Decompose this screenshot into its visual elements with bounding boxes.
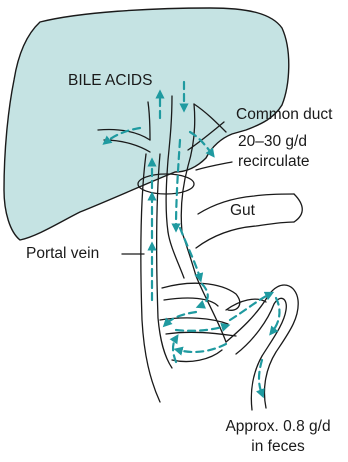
arrow-to-colon: [230, 294, 270, 320]
common-duct-label: Common duct: [236, 106, 332, 124]
portal-vein-right: [157, 154, 172, 368]
gut-lower: [196, 222, 294, 248]
loop-4: [166, 332, 236, 336]
recirculate-label-line2: recirculate: [238, 153, 310, 171]
gut-label: Gut: [230, 202, 255, 220]
feces-label-line2: in feces: [210, 438, 346, 456]
duodenum-inner: [168, 232, 184, 278]
gut-tail: [294, 194, 302, 222]
feces-label-line1: Approx. 0.8 g/d: [210, 418, 346, 436]
arrow-colon-1: [272, 298, 279, 332]
bile-acids-label: BILE ACIDS: [68, 72, 152, 90]
recirculate-label-line: [196, 162, 232, 170]
arrow-colon-2: [259, 360, 262, 394]
portal-vein-label: Portal vein: [26, 245, 99, 263]
arrow-loop-3: [176, 326, 226, 331]
arrow-duct-lower: [180, 228, 200, 278]
recirculate-label-line1: 20–30 g/d: [238, 133, 307, 151]
arrow-loop-4: [178, 344, 226, 352]
arrow-loop-5: [173, 338, 176, 362]
